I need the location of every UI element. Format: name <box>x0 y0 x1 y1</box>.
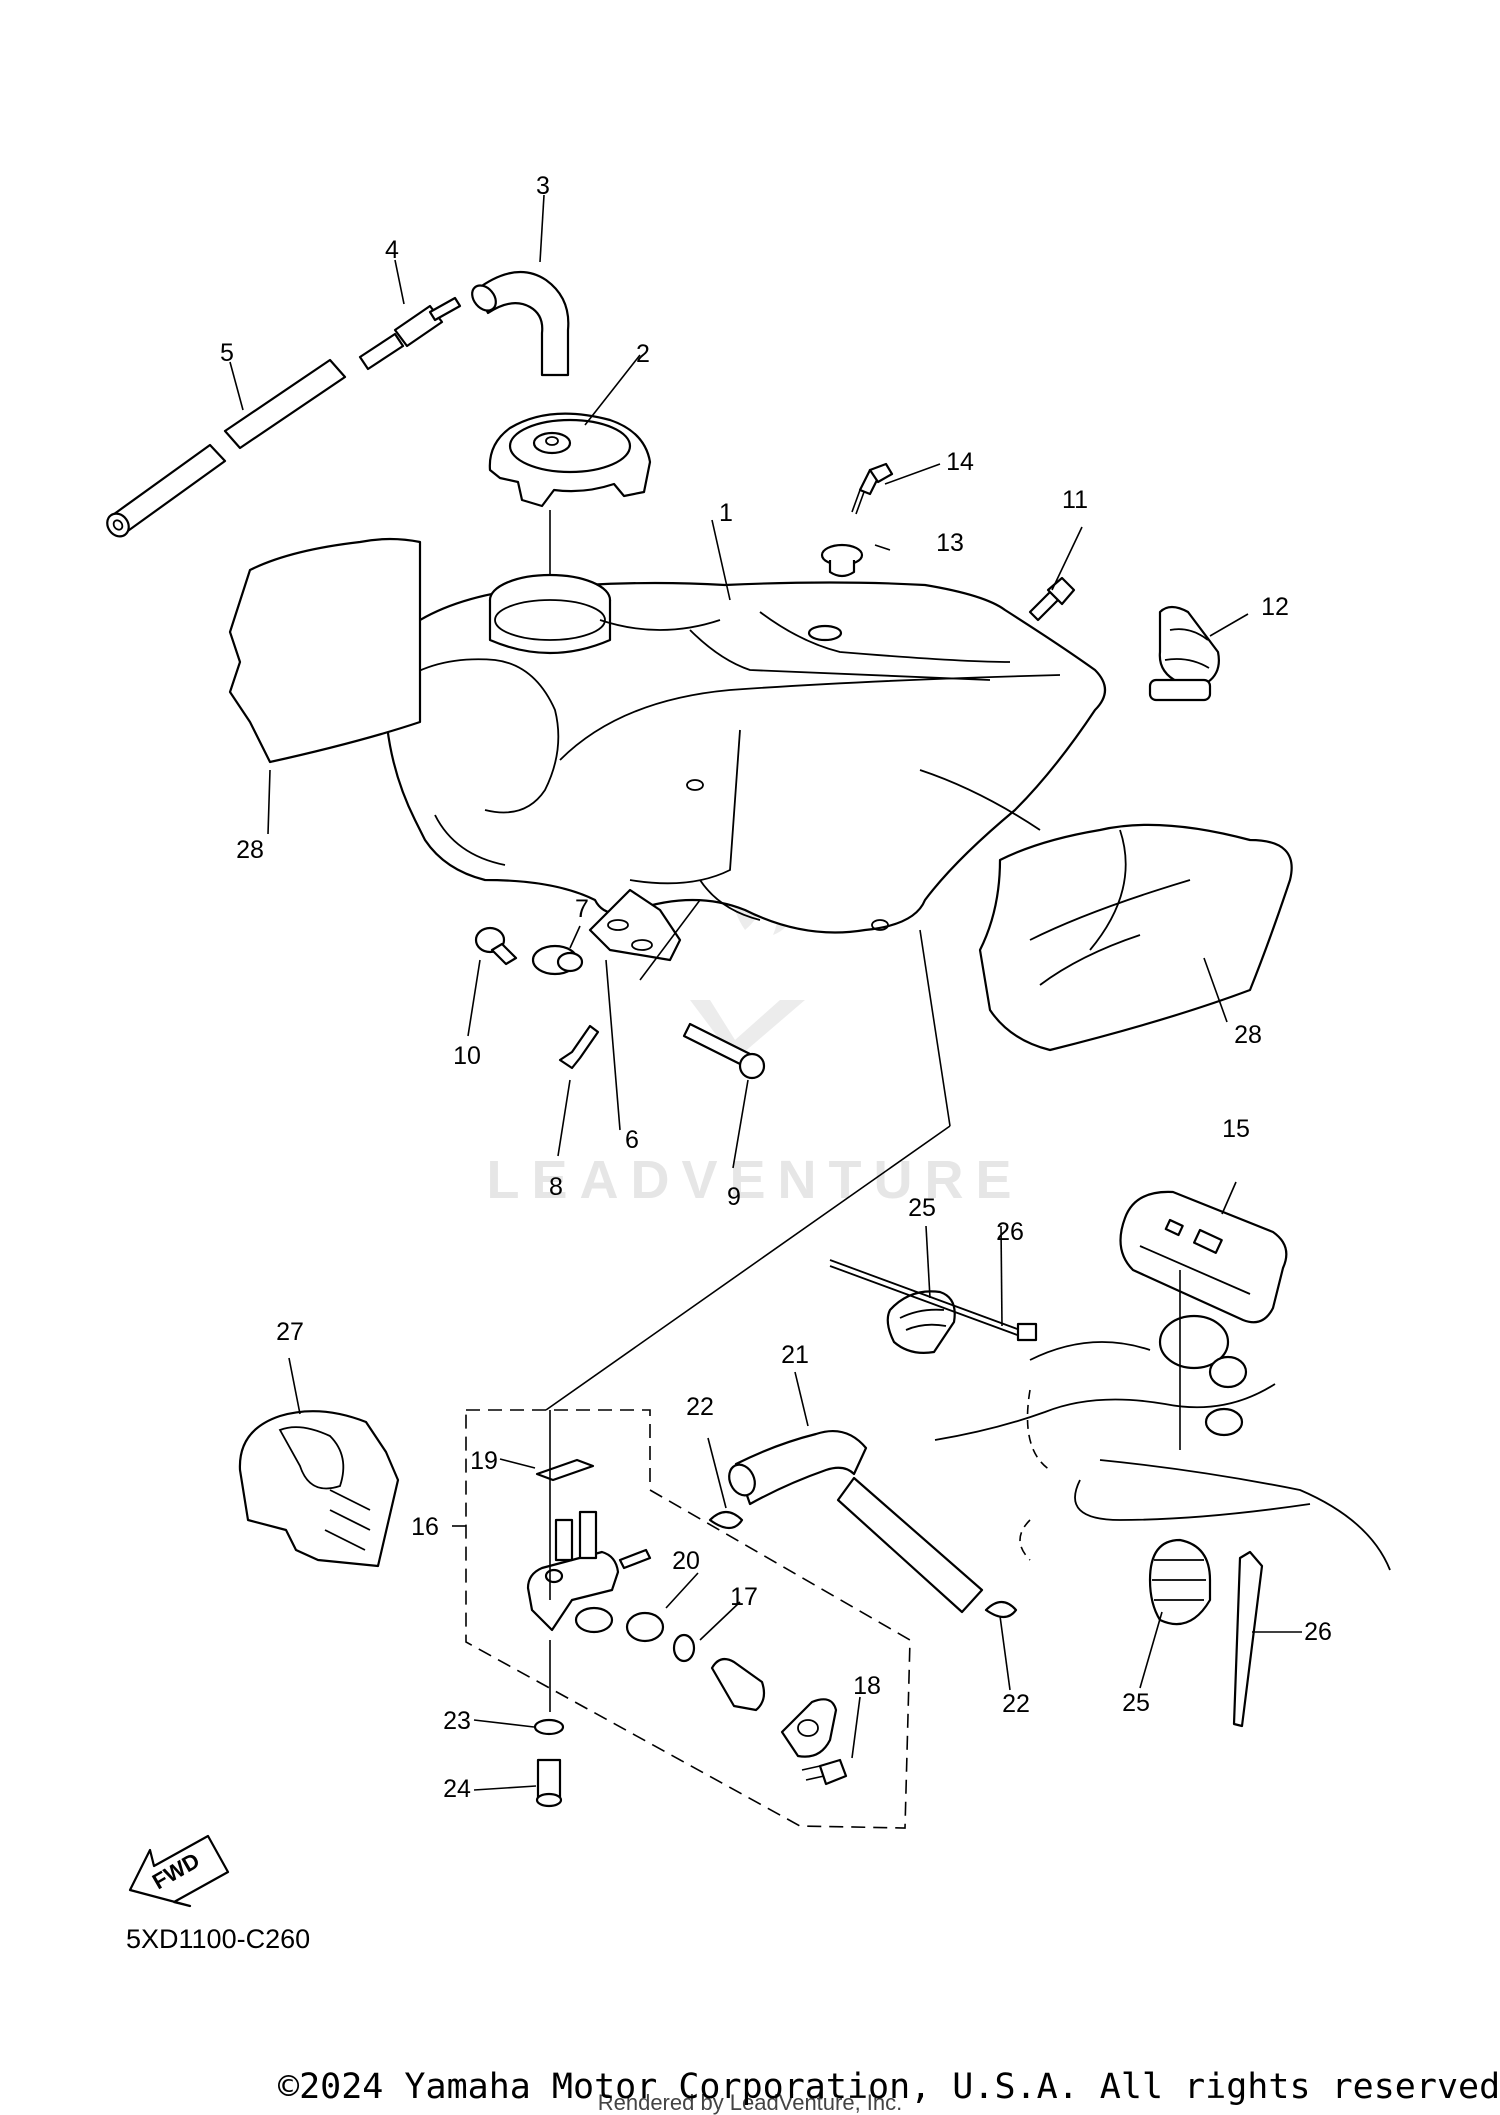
part-2-fuel-cap <box>488 412 652 595</box>
diagram-code: 5XD1100-C260 <box>126 1924 310 1954</box>
part-15-guard <box>1119 1190 1288 1324</box>
callout-14: 14 <box>946 448 974 476</box>
watermark-text: LEADVENTURE <box>486 1150 1023 1210</box>
callout-28-right: 28 <box>1234 1021 1262 1049</box>
part-1-fuel-tank <box>381 573 1107 934</box>
callout-2: 2 <box>636 340 650 368</box>
part-24-bolt <box>535 1758 563 1808</box>
callout-24: 24 <box>443 1775 471 1803</box>
part-22-clip-lower <box>984 1600 1018 1619</box>
callout-17: 17 <box>730 1583 758 1611</box>
part-11-bolt <box>1028 576 1076 622</box>
part-12-clip <box>1148 605 1220 702</box>
callout-15: 15 <box>1222 1115 1250 1143</box>
callout-16: 16 <box>411 1513 439 1541</box>
part-26-strap-upper <box>829 1259 1038 1342</box>
rendered-by-text: Rendered by LeadVenture, Inc. <box>598 2090 903 2115</box>
part-18-screw <box>801 1758 848 1786</box>
part-25-clamp-lower <box>1148 1538 1212 1626</box>
callout-labels: 1 2 3 4 5 6 7 8 9 10 11 12 13 14 15 16 1… <box>220 172 1332 1803</box>
part-fuel-cock-body <box>526 1510 652 1634</box>
part-22-clip-upper <box>708 1510 744 1530</box>
callout-25-lower: 25 <box>1122 1689 1150 1717</box>
part-25-clamp-upper <box>886 1290 956 1354</box>
callout-19: 19 <box>470 1447 498 1475</box>
part-28-right-panel <box>978 823 1293 1052</box>
part-28-left-plate <box>228 537 422 764</box>
leader-lines <box>229 194 1302 1791</box>
part-plate <box>780 1698 838 1758</box>
callout-4: 4 <box>385 236 399 264</box>
callout-23: 23 <box>443 1707 471 1735</box>
part-3-bent-hose <box>471 270 570 377</box>
frame-section <box>934 1270 1391 1571</box>
part-7-grommet <box>531 944 584 976</box>
callout-6: 6 <box>625 1126 639 1154</box>
part-19-screen <box>535 1458 595 1482</box>
part-4-check-valve <box>358 296 462 371</box>
callout-22-lower: 22 <box>1002 1690 1030 1718</box>
callout-12: 12 <box>1261 593 1289 621</box>
callout-1: 1 <box>719 499 733 527</box>
callout-26-upper: 26 <box>996 1218 1024 1246</box>
callout-13: 13 <box>936 529 964 557</box>
part-21-fuel-hose <box>728 1430 984 1614</box>
part-20-o-ring <box>625 1611 665 1643</box>
part-26-strap-lower <box>1232 1550 1264 1728</box>
part-6-bracket <box>588 888 682 962</box>
part-8-bolt <box>558 1024 600 1070</box>
callout-10: 10 <box>453 1042 481 1070</box>
callout-8: 8 <box>549 1173 563 1201</box>
part-23-gasket <box>533 1718 565 1736</box>
part-5-breather-hose <box>106 358 347 538</box>
callout-22-upper: 22 <box>686 1393 714 1421</box>
callout-26-lower: 26 <box>1304 1618 1332 1646</box>
part-17-washer <box>672 1633 696 1663</box>
part-13-grommet <box>820 543 864 578</box>
part-lever <box>710 1657 766 1712</box>
callout-11: 11 <box>1062 486 1088 514</box>
part-14-screw <box>851 462 894 515</box>
part-16-fuel-cock-assembly-boundary <box>452 1409 911 1829</box>
fwd-arrow-icon: FWD <box>128 1834 230 1908</box>
callout-25-upper: 25 <box>908 1194 936 1222</box>
callout-9: 9 <box>727 1183 741 1211</box>
callout-20: 20 <box>672 1547 700 1575</box>
part-9-bolt <box>682 1022 766 1080</box>
callout-27: 27 <box>276 1318 304 1346</box>
copyright-text: ©2024 Yamaha Motor Corporation, U.S.A. A… <box>278 2067 1500 2107</box>
callout-3: 3 <box>536 172 550 200</box>
part-10-bolt <box>474 926 518 966</box>
callout-18: 18 <box>853 1672 881 1700</box>
callout-7: 7 <box>575 895 589 923</box>
part-27-heat-guard <box>238 1410 400 1568</box>
callout-21: 21 <box>781 1341 809 1369</box>
callout-5: 5 <box>220 339 234 367</box>
callout-28-left: 28 <box>236 836 264 864</box>
